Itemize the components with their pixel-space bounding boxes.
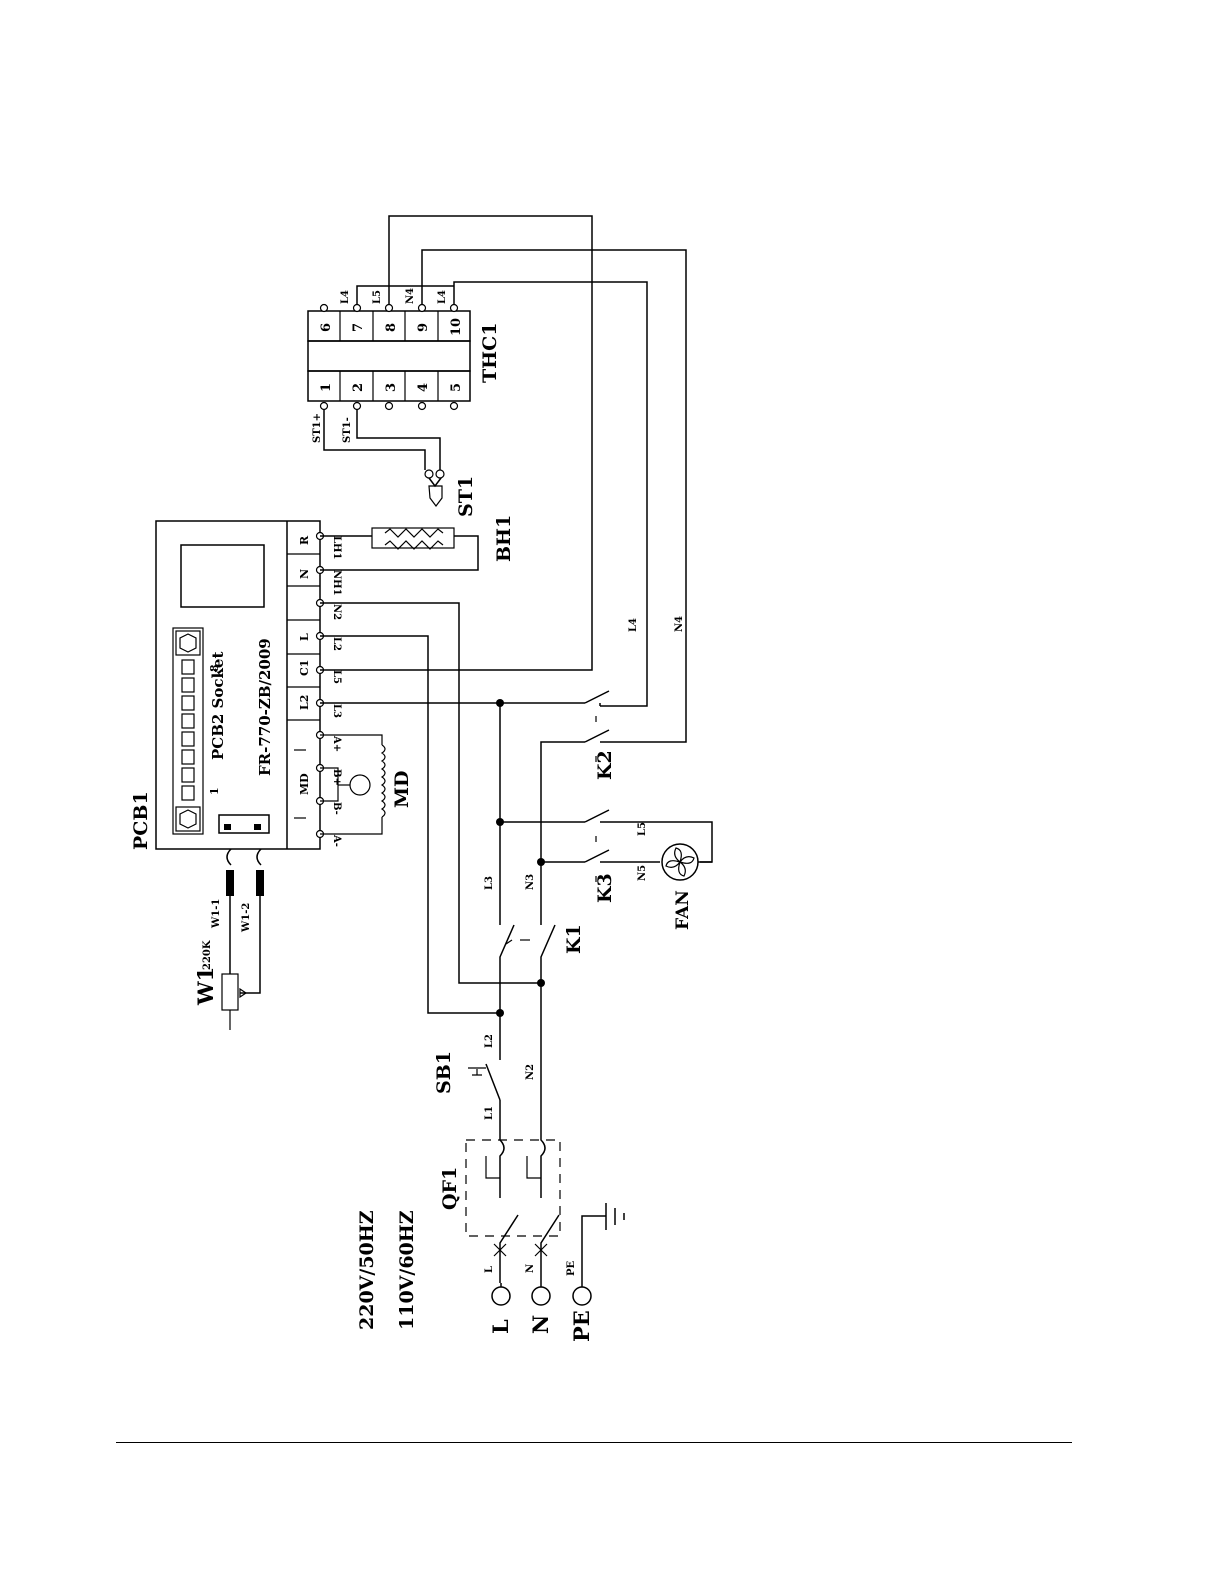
board-terminal-l2: L2 (298, 695, 311, 710)
thc-pin-3: 3 (384, 383, 399, 392)
contactor-k3 (585, 810, 712, 882)
sb1-label: SB1 (433, 1051, 455, 1094)
thc-pin-9: 9 (416, 323, 431, 332)
wire-label-l5: L5 (331, 670, 342, 684)
fan-label: FAN (673, 890, 693, 930)
k1-label: K1 (563, 924, 585, 954)
thc-pin-1: 1 (319, 383, 334, 392)
wire-label-a-minus: A- (331, 834, 342, 847)
pot-lead-1-label: W1-1 (211, 899, 222, 929)
socket-pin-first: 1 (208, 787, 221, 795)
qf1-label: QF1 (439, 1167, 461, 1210)
main-circuit (466, 703, 585, 1283)
thc-label-l4a: L4 (340, 290, 351, 304)
thc-top-labels: L4 L5 N4 L4 (340, 288, 448, 304)
wire-label-a-plus: A+ (331, 735, 342, 752)
wire-label-n2-main: N2 (525, 1064, 536, 1080)
thc-label-l5: L5 (372, 290, 383, 304)
circuit-labels: L4 N4 K2 K3 K1 L5 N5 FAN L3 N3 L2 N2 L1 … (356, 616, 693, 1342)
wire-label-b-plus: B+ (331, 769, 342, 786)
motor-label: MD (391, 770, 413, 808)
board-model-label: FR-770-ZB/2009 (256, 638, 274, 776)
sensor-plus-label: ST1+ (312, 413, 323, 443)
thc-pin-4: 4 (416, 383, 431, 392)
sensor-minus-label: ST1- (342, 417, 353, 443)
thc-label-l4b: L4 (437, 290, 448, 304)
k3-label: K3 (594, 873, 616, 903)
supply-terminals (492, 1203, 624, 1305)
supply-terminal-n: N (528, 1315, 553, 1334)
k2-label: K2 (594, 750, 616, 780)
thc-pin-8: 8 (384, 323, 399, 332)
thc1-label: THC1 (479, 323, 501, 383)
board-wire-labels: LH1 NH1 N2 L2 L5 L3 A+ B+ B- A- (331, 536, 342, 847)
footer-rule (116, 1442, 1072, 1443)
board-terminal-l: L (298, 633, 311, 641)
wire-label-l2: L2 (331, 637, 342, 651)
pcb1-board (156, 521, 320, 849)
wire-label-nh1: NH1 (331, 570, 342, 596)
thc-pin-7: 7 (351, 323, 366, 332)
potentiometer-w1 (222, 849, 264, 1030)
thc-label-n4: N4 (405, 288, 416, 304)
wire-label-l4-vertical: L4 (628, 618, 639, 632)
sensor-label: ST1 (455, 476, 477, 517)
board-terminal-md: MD (298, 773, 311, 795)
supply-wire-label-n: N (525, 1264, 536, 1273)
motor-md (320, 735, 385, 834)
wire-label-l5-fan: L5 (637, 822, 648, 836)
wire-label-lh1: LH1 (331, 536, 342, 559)
pot-value-label: 220K (202, 940, 213, 970)
supply-wire-label-l: L (484, 1266, 495, 1273)
thc-pin-6: 6 (319, 323, 334, 332)
thc-pin-10: 10 (449, 318, 464, 336)
supply-wire-label-pe: PE (566, 1260, 577, 1276)
thc-pin-2: 2 (351, 383, 366, 392)
pcb1-label: PCB1 (130, 791, 152, 850)
wire-label-l1-main: L1 (484, 1106, 495, 1120)
wire-label-n5-fan: N5 (637, 865, 648, 881)
thc1-block (308, 305, 470, 410)
board-terminal-n: N (298, 569, 311, 579)
pot-label: W1 (193, 967, 218, 1006)
supply-terminal-l: L (488, 1319, 513, 1334)
wire-label-n4-vertical: N4 (674, 616, 685, 632)
fan-icon (662, 844, 712, 880)
heater-bh1 (320, 528, 478, 570)
pot-lead-2-label: W1-2 (241, 903, 252, 933)
supply-voltage-220: 220V/50HZ (356, 1210, 378, 1330)
board-terminal-r: R (298, 535, 311, 545)
wire-label-n3-main: N3 (525, 874, 536, 890)
wire-label-l2-main: L2 (484, 1034, 495, 1048)
thc-pin-numbers: 1 2 3 4 5 6 7 8 9 10 (319, 318, 464, 392)
wire-label-n2: N2 (331, 604, 342, 620)
board-terminal-labels: R N L C1 L2 MD (298, 535, 311, 795)
socket-pins (182, 660, 194, 800)
wire-label-l3-main: L3 (484, 876, 495, 890)
supply-terminal-pe: PE (569, 1310, 594, 1342)
board-terminal-c1: C1 (298, 660, 311, 676)
socket-pin-last: 8 (208, 664, 221, 672)
heater-label: BH1 (493, 515, 515, 562)
wire-label-b-minus: B- (331, 802, 342, 815)
wire-label-l3: L3 (331, 704, 342, 718)
board-wiring (320, 603, 585, 1013)
supply-voltage-110: 110V/60HZ (396, 1210, 418, 1330)
thc-pin-5: 5 (449, 383, 464, 392)
